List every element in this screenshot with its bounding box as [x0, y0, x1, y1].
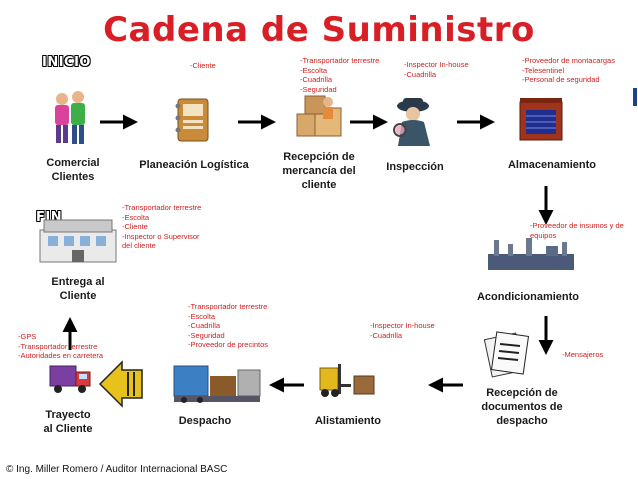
page-title: Cadena de Suministro: [103, 10, 535, 50]
boxes-icon: [296, 95, 342, 137]
start-tag: INICIO: [42, 55, 91, 70]
step-label-recepcion-mercancia: Recepción de mercancía del cliente: [282, 151, 356, 191]
notes-acondicionamiento: -Proveedor de insumos y de equipos: [530, 221, 624, 240]
factory-icon: [488, 238, 574, 270]
notes-trayecto: -GPS -Transportador terrestre -Autoridad…: [18, 332, 104, 360]
step-label-almacenamiento: Almacenamiento: [507, 159, 597, 171]
notes-alistamiento: -Inspector In-house -Cuadrilla: [370, 321, 435, 340]
people-icon: [55, 91, 85, 144]
notes-despacho: -Transportador terrestre -Escolta -Cuadr…: [188, 302, 269, 349]
step-label-planeacion-logistica: Planeación Logística: [139, 159, 249, 171]
step-label-recepcion-documentos: Recepción de documentos de despacho: [481, 387, 563, 427]
step-label-alistamiento: Alistamiento: [314, 415, 381, 427]
edge-marker: [633, 88, 637, 106]
notes-entrega: -Transportador terrestre -Escolta -Clien…: [122, 203, 202, 250]
step-label-entrega: Entrega al Cliente: [51, 276, 105, 302]
notes-planeacion: -Cliente: [190, 61, 216, 70]
store-icon: [39, 219, 117, 263]
step-label-despacho: Despacho: [178, 415, 232, 427]
step-label-inspeccion: Inspección: [386, 161, 444, 173]
dock-icon: [173, 365, 261, 403]
notes-almacenamiento: -Proveedor de montacargas -Telesentinel …: [522, 56, 615, 84]
detective-icon: [393, 98, 430, 146]
warehouse-icon: [519, 98, 563, 141]
notes-inspeccion: -Inspector In-house -Cuadrilla: [404, 60, 469, 79]
step-label-comercial-clientes: Comercial Clientes: [46, 157, 100, 183]
documents-icon: [483, 331, 530, 378]
planner-book-icon: [175, 98, 209, 142]
footer-credit: © Ing. Miller Romero / Auditor Internaci…: [6, 464, 228, 475]
arrow-despacho-to-trayecto: [98, 360, 143, 408]
notes-recepcion: -Transportador terrestre -Escolta -Cuadr…: [300, 56, 380, 94]
forklift-icon: [319, 364, 375, 397]
truck-icon: [49, 365, 91, 393]
step-label-acondicionamiento: Acondicionamiento: [476, 291, 580, 303]
notes-documentos: -Mensajeros: [562, 350, 604, 359]
step-label-trayecto: Trayecto al Cliente: [43, 409, 93, 435]
